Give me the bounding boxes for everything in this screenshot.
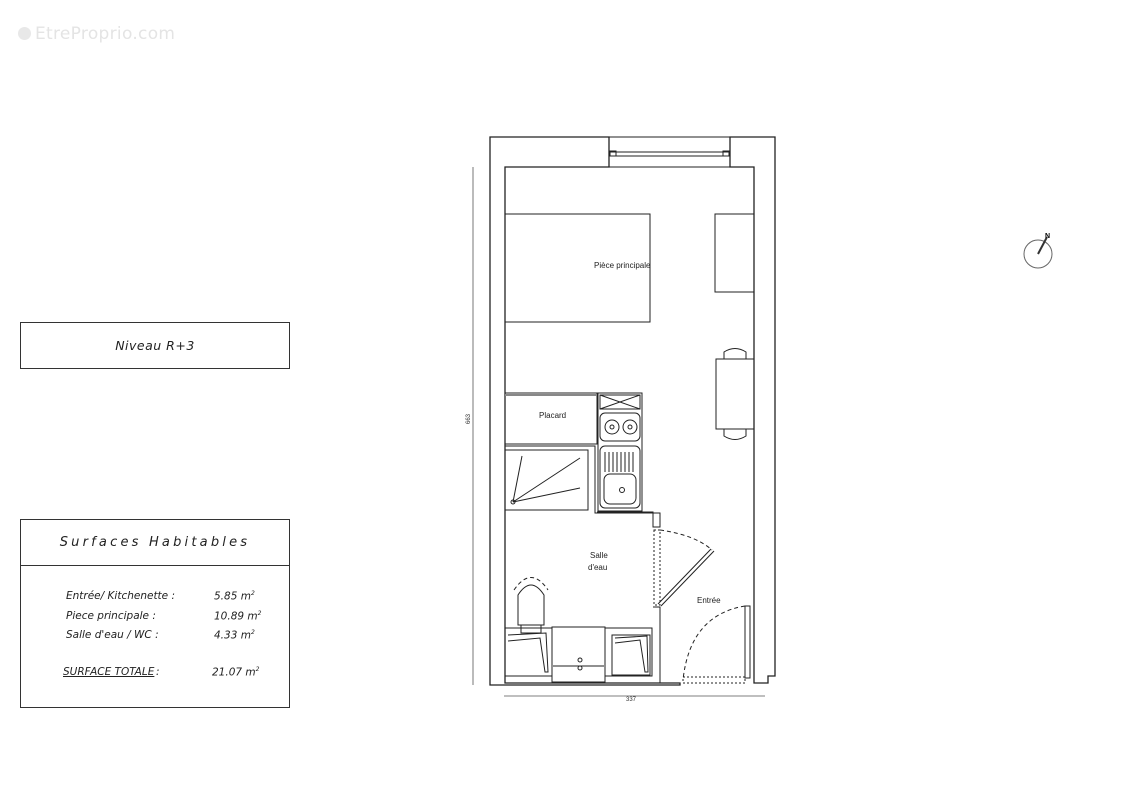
surface-row: Entrée/ Kitchenette : 5.85 m2 xyxy=(21,590,289,610)
window xyxy=(609,136,730,168)
surface-row-label: Entrée/ Kitchenette : xyxy=(66,590,176,602)
surface-row: Salle d'eau / WC : 4.33 m2 xyxy=(21,629,289,649)
closet xyxy=(504,392,598,445)
surface-row-value: 5.85 m2 xyxy=(214,590,255,603)
surfaces-table: Surfaces Habitables Entrée/ Kitchenette … xyxy=(20,519,290,708)
level-label: Niveau R+3 xyxy=(115,338,195,353)
room-label-bath-1: Salle xyxy=(590,551,608,560)
dimension-lines xyxy=(472,167,765,697)
bathroom-door xyxy=(653,529,715,607)
logo-circle-icon xyxy=(18,27,31,40)
surface-total-label: SURFACE TOTALE xyxy=(63,666,155,678)
wardrobe xyxy=(714,213,755,293)
toilet xyxy=(513,577,549,634)
room-label-main: Pièce principale xyxy=(594,261,651,270)
surface-row-label: Salle d'eau / WC : xyxy=(66,629,159,641)
table xyxy=(715,358,755,430)
room-label-bath-2: d'eau xyxy=(588,563,607,572)
entry-door xyxy=(682,605,751,684)
level-label-box: Niveau R+3 xyxy=(20,322,290,369)
room-label-entry: Entrée xyxy=(697,596,721,605)
watermark-text: EtreProprio.com xyxy=(35,24,176,44)
surface-total-value: 21.07 m2 xyxy=(212,666,260,679)
outer-wall-right xyxy=(729,136,776,684)
surface-row: Piece principale : 10.89 m2 xyxy=(21,610,289,630)
compass-north-label: N xyxy=(1045,233,1050,240)
watermark: EtreProprio.com xyxy=(18,24,175,44)
kitchenette xyxy=(597,392,643,512)
surface-row-value: 10.89 m2 xyxy=(214,609,262,623)
outer-wall xyxy=(489,136,681,686)
surfaces-title: Surfaces Habitables xyxy=(21,520,289,566)
dimension-width: 337 xyxy=(626,697,637,703)
surface-total-sep: : xyxy=(156,666,160,678)
bathroom-fixtures xyxy=(504,626,653,683)
surface-row-label: Piece principale : xyxy=(66,609,156,622)
room-label-closet: Placard xyxy=(539,411,566,420)
bed xyxy=(504,213,651,323)
chair-top xyxy=(723,348,747,359)
chair-bottom xyxy=(723,429,747,440)
shower xyxy=(504,449,589,511)
bathroom-wall xyxy=(505,445,661,528)
compass-icon xyxy=(1023,236,1053,269)
surface-row-value: 4.33 m2 xyxy=(214,629,255,642)
dimension-height: 663 xyxy=(466,413,472,424)
